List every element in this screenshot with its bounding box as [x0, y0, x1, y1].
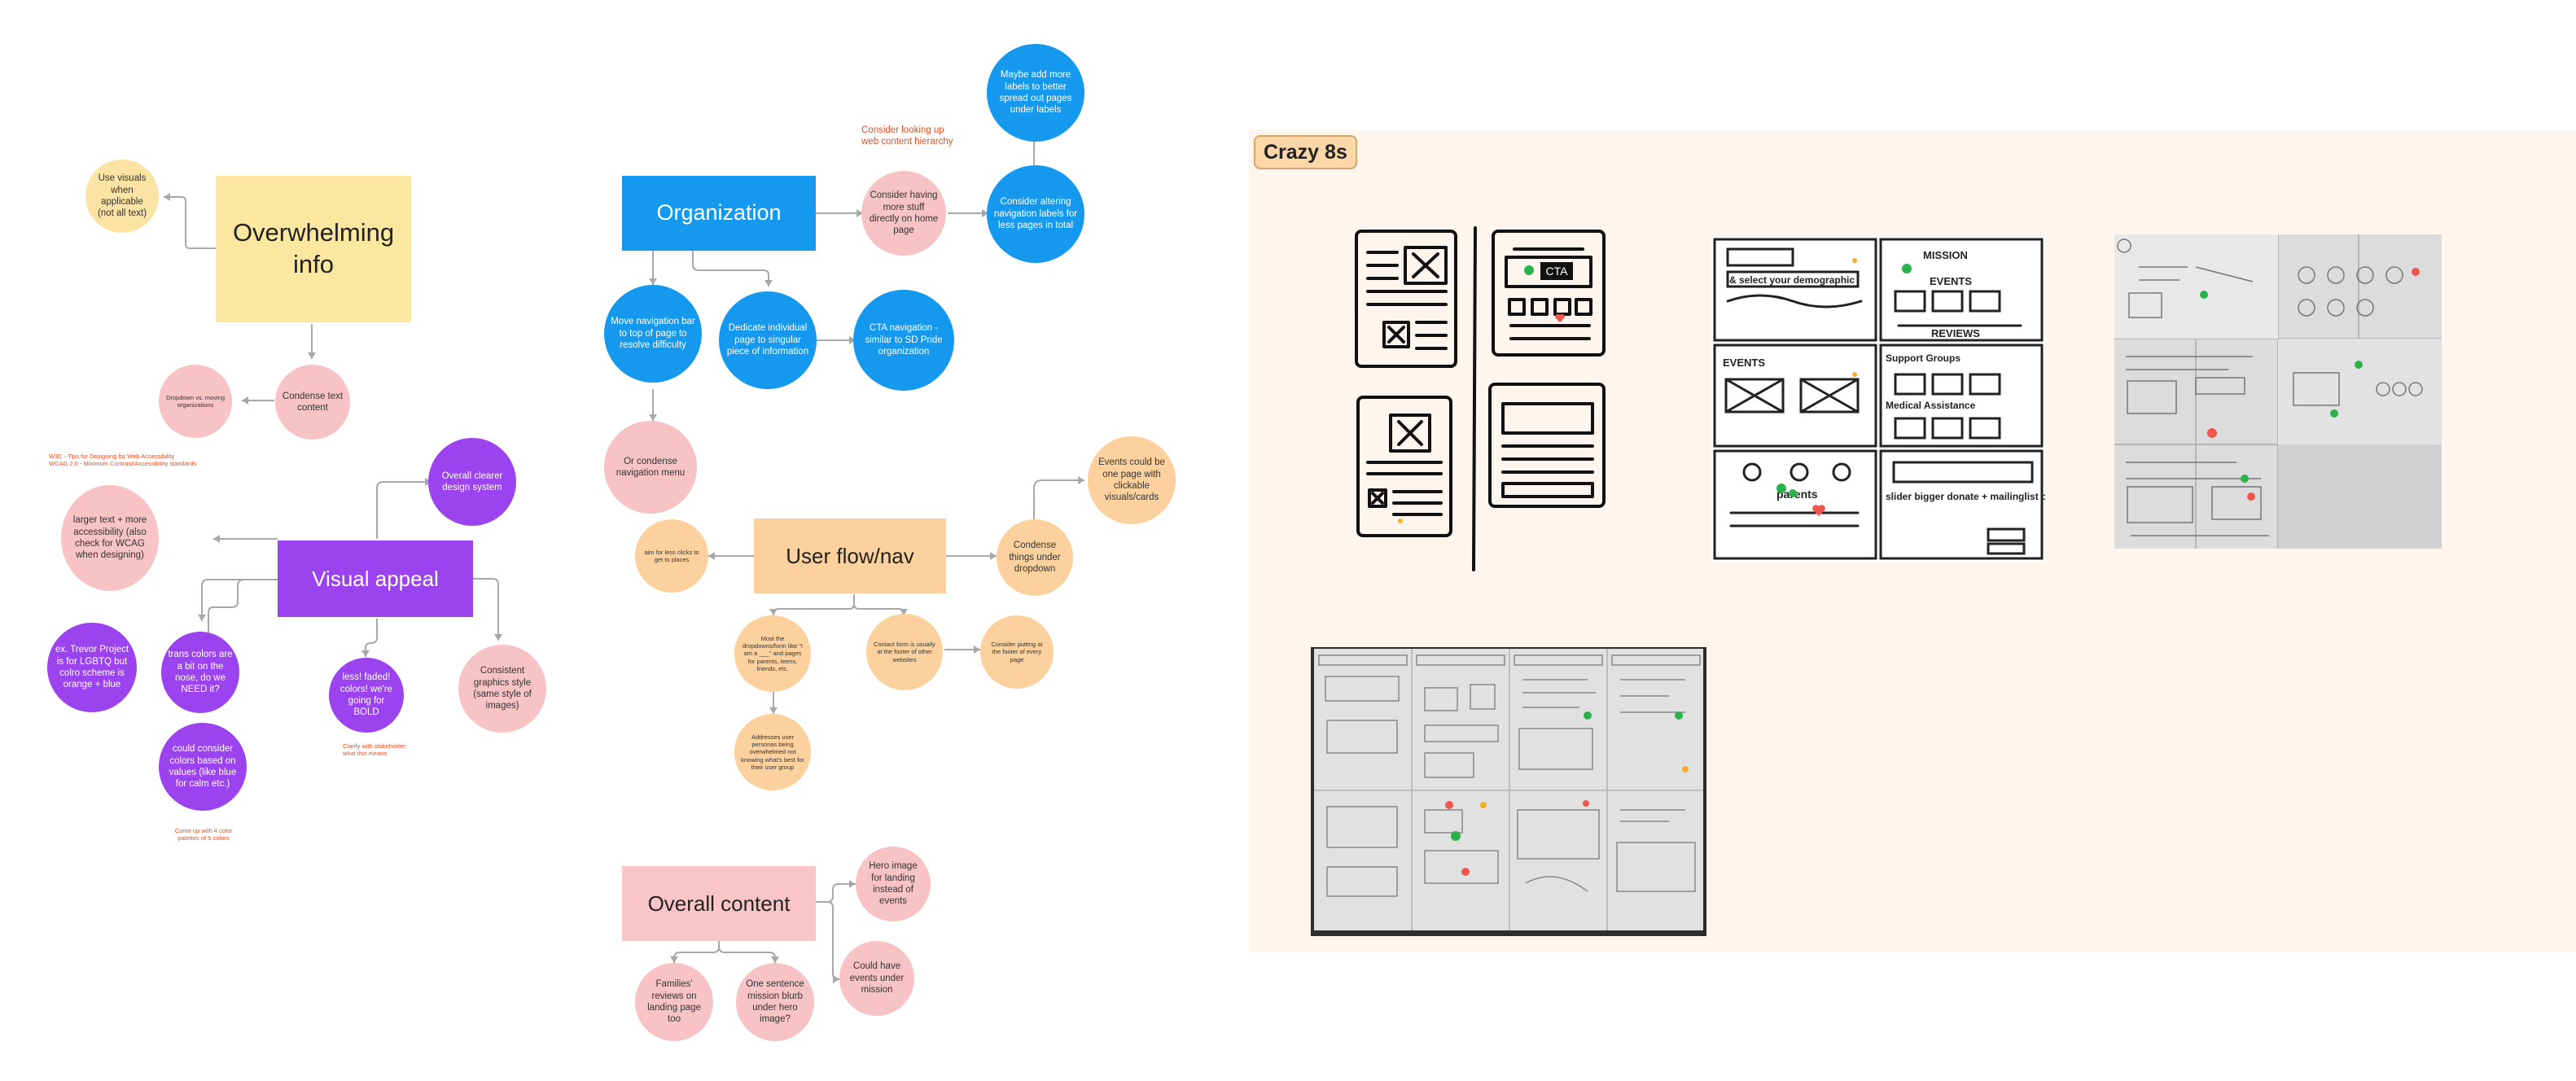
w3c-note: W3C - Tips for Designing for Web Accessi… — [49, 453, 244, 468]
consider-having-text: Consider having more stuff directly on h… — [869, 190, 939, 236]
w3c-note-line2: WCAG 2.0 - Minimum Contrast/Accessibilit… — [49, 460, 197, 468]
web-hierarchy-note: Consider looking up web content hierarch… — [861, 125, 953, 147]
one-sentence-node: One sentence mission blurb under hero im… — [736, 963, 814, 1041]
aim-less-clicks-node: aim for less clicks to get to places — [635, 519, 708, 593]
overall-clearer-node: Overall clearer design system — [428, 438, 516, 526]
contact-form-text: Contact form is usually at the footer of… — [874, 640, 935, 663]
less-faded-text: less! faded! colors! we're going for BOL… — [340, 672, 393, 718]
hero-image-text: Hero image for landing instead of events — [869, 861, 918, 907]
use-visuals-text: Use visuals when applicable (not all tex… — [97, 173, 147, 219]
dropdown-node: Dropdown vs. moving organizations — [159, 365, 232, 438]
overwhelming-info-title: Overwhelming info — [232, 218, 395, 278]
svg-text:& select your demographic: & select your demographic — [1729, 274, 1855, 286]
condense-things-node: Condense things under dropdown — [997, 519, 1073, 596]
could-consider-text: could consider colors based on values (l… — [169, 744, 237, 790]
use-visuals-node: Use visuals when applicable (not all tex… — [85, 160, 159, 233]
condense-text-text: Condense text content — [282, 391, 344, 413]
condense-text-node: Condense text content — [275, 365, 350, 440]
user-flow-title: User flow/nav — [786, 543, 914, 568]
overwhelming-info-box: Overwhelming info — [216, 176, 411, 322]
could-have-events-text: Could have events under mission — [849, 961, 905, 996]
dedicate-text: Dedicate individual page to singular pie… — [726, 323, 809, 357]
could-have-events-node: Could have events under mission — [839, 941, 914, 1016]
overall-content-box: Overall content — [622, 866, 816, 941]
svg-text:EVENTS: EVENTS — [1930, 275, 1972, 287]
visual-appeal-title: Visual appeal — [312, 566, 439, 591]
clarify-note: Clarify with stakeholder what this means — [343, 742, 406, 758]
consider-having-node: Consider having more stuff directly on h… — [861, 171, 946, 256]
ex-trevor-node: ex. Trevor Project is for LGBTQ but colr… — [47, 623, 137, 712]
events-one-page-node: Events could be one page with clickable … — [1088, 436, 1176, 524]
ex-trevor-text: ex. Trevor Project is for LGBTQ but colr… — [55, 645, 129, 690]
dedicate-node: Dedicate individual page to singular pie… — [719, 291, 817, 389]
overall-content-title: Overall content — [647, 891, 791, 916]
move-nav-text: Move navigation bar to top of page to re… — [611, 317, 695, 351]
addresses-personas-node: Addresses user personas being overwhelme… — [734, 714, 811, 790]
cta-node: CTA navigation - similar to SD Pride org… — [853, 290, 954, 391]
svg-text:slider bigger donate + mailing: slider bigger donate + mailinglist butto… — [1886, 491, 2045, 502]
overall-clearer-text: Overall clearer design system — [441, 470, 503, 492]
more-labels-node: Maybe add more labels to better spread o… — [987, 44, 1084, 142]
hero-image-node: Hero image for landing instead of events — [856, 847, 931, 921]
svg-text:REVIEWS: REVIEWS — [1931, 327, 1980, 339]
crazy8-title: Crazy 8s — [1254, 135, 1357, 169]
addresses-personas-text: Addresses user personas being overwhelme… — [741, 733, 804, 772]
user-flow-box: User flow/nav — [754, 519, 946, 593]
move-nav-node: Move navigation bar to top of page to re… — [604, 285, 702, 383]
crazy8-sketch-2: MISSION & select your demographic EVENTS… — [1711, 236, 2045, 562]
altering-labels-text: Consider altering navigation labels for … — [993, 197, 1078, 231]
dropdown-text: Dropdown vs. moving organizations — [165, 393, 226, 409]
cta-text: CTA navigation - similar to SD Pride org… — [865, 323, 943, 357]
condense-nav-text: Or condense navigation menu — [616, 456, 686, 478]
condense-nav-node: Or condense navigation menu — [604, 421, 697, 514]
trans-colors-node: trans colors are a bit on the nose, do w… — [161, 632, 239, 713]
one-sentence-text: One sentence mission blurb under hero im… — [746, 979, 804, 1025]
svg-text:Support Groups: Support Groups — [1886, 352, 1960, 364]
contact-form-node: Contact form is usually at the footer of… — [866, 614, 943, 690]
most-dropdowns-text: Most the dropdowns/form like "I am a ___… — [743, 634, 803, 673]
families-reviews-text: Families' reviews on landing page too — [647, 979, 701, 1025]
crazy8-sketch-photo-2 — [1311, 647, 1706, 936]
more-labels-text: Maybe add more labels to better spread o… — [999, 70, 1072, 116]
families-reviews-node: Families' reviews on landing page too — [635, 963, 713, 1041]
crazy8-sketch-1: CTA — [1355, 226, 1606, 571]
consider-footer-node: Consider putting at the footer of every … — [980, 615, 1054, 689]
less-faded-node: less! faded! colors! we're going for BOL… — [329, 658, 404, 733]
trans-colors-text: trans colors are a bit on the nose, do w… — [168, 650, 233, 695]
altering-labels-node: Consider altering navigation labels for … — [987, 165, 1084, 263]
organization-box: Organization — [622, 176, 816, 251]
consistent-graphics-text: Consistent graphics style (same style of… — [473, 666, 532, 711]
svg-text:CTA: CTA — [1546, 265, 1569, 278]
events-one-page-text: Events could be one page with clickable … — [1098, 457, 1165, 503]
larger-text-node: larger text + more accessibility (also c… — [61, 485, 159, 591]
svg-text:EVENTS: EVENTS — [1723, 357, 1765, 369]
aim-less-clicks-text: aim for less clicks to get to places — [644, 548, 699, 563]
visual-appeal-box: Visual appeal — [278, 540, 473, 617]
svg-text:MISSION: MISSION — [1923, 249, 1968, 261]
svg-text:Medical Assistance: Medical Assistance — [1886, 400, 1976, 411]
svg-text:parents: parents — [1776, 488, 1818, 501]
consistent-graphics-node: Consistent graphics style (same style of… — [458, 645, 546, 733]
w3c-note-line1: W3C - Tips for Designing for Web Accessi… — [49, 453, 175, 460]
most-dropdowns-node: Most the dropdowns/form like "I am a ___… — [734, 615, 811, 692]
consider-footer-text: Consider putting at the footer of every … — [991, 640, 1043, 663]
larger-text-text: larger text + more accessibility (also c… — [72, 515, 147, 561]
organization-title: Organization — [656, 200, 782, 225]
crazy8-sketch-photo-1 — [2114, 234, 2442, 549]
color-palette-note: Come up with 4 color palettes of 5 color… — [174, 827, 233, 842]
condense-things-text: Condense things under dropdown — [1009, 540, 1061, 575]
could-consider-node: could consider colors based on values (l… — [159, 723, 247, 811]
